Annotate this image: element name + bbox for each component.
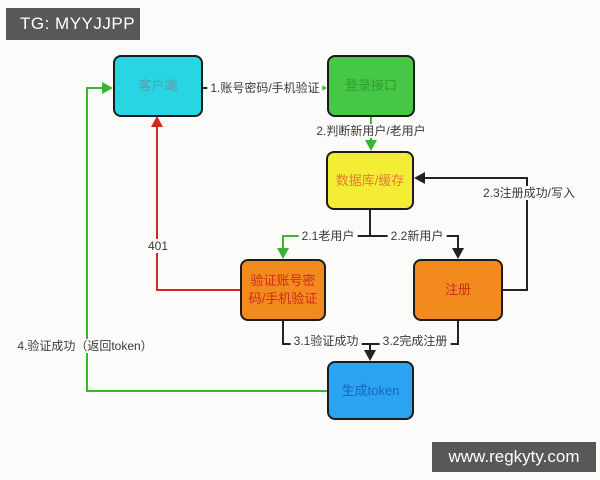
arrowhead-into-database-right <box>414 172 425 184</box>
flow-node-generate-token: 生成token <box>327 361 414 420</box>
edge-label-22-new-user: 2.2新用户 <box>387 229 447 243</box>
arrowhead-into-client-bottom <box>151 116 163 127</box>
connector-token-return-vertical <box>86 87 88 392</box>
edge-label-2-judge-user: 2.判断新用户/老用户 <box>313 124 429 138</box>
connector-verify-down <box>282 321 284 345</box>
connector-401-horizontal <box>157 289 240 291</box>
arrowhead-into-database-top <box>365 140 377 151</box>
flow-node-database-cache: 数据库/缓存 <box>326 151 414 210</box>
flow-node-login-api: 登录接口 <box>327 55 415 117</box>
connector-register-up <box>526 177 528 291</box>
arrowhead-into-client-left <box>102 82 113 94</box>
register-node-label: 注册 <box>444 282 471 298</box>
edge-label-31-verify-success: 3.1验证成功 <box>290 334 362 348</box>
connector-token-return-horizontal <box>87 390 327 392</box>
edge-label-32-register-done: 3.2完成注册 <box>379 334 451 348</box>
arrowhead-into-verify <box>277 248 289 259</box>
edge-label-401: 401 <box>144 239 172 253</box>
database-cache-node-label: 数据库/缓存 <box>335 172 405 188</box>
arrowhead-into-token <box>364 350 376 361</box>
connector-into-register <box>457 235 459 249</box>
connector-writeback <box>425 177 528 179</box>
connector-register-out <box>503 289 528 291</box>
generate-token-node-label: 生成token <box>341 382 400 398</box>
client-node-label: 客户端 <box>138 78 178 94</box>
connector-into-verify <box>282 235 284 249</box>
flow-node-verify-credentials: 验证账号密码/手机验证 <box>240 259 326 321</box>
arrowhead-into-register <box>452 248 464 259</box>
login-api-node-label: 登录接口 <box>344 78 397 94</box>
connector-into-token <box>369 343 371 351</box>
connector-database-stem <box>369 210 371 236</box>
verify-credentials-node-label: 验证账号密码/手机验证 <box>248 273 318 306</box>
edge-label-1-credentials: 1.账号密码/手机验证 <box>207 81 323 95</box>
flow-node-client: 客户端 <box>113 55 203 117</box>
edge-label-4-return-token: 4.验证成功（返回token） <box>14 339 156 353</box>
telegram-watermark-badge: TG: MYYJJPP <box>6 8 140 40</box>
connector-register-down <box>457 321 459 345</box>
connector-401-vertical <box>156 127 158 291</box>
website-watermark-badge: www.regkyty.com <box>432 442 596 472</box>
connector-into-client-left <box>87 87 103 89</box>
flow-node-register: 注册 <box>413 259 503 321</box>
edge-label-21-old-user: 2.1老用户 <box>298 229 358 243</box>
edge-label-23-register-write: 2.3注册成功/写入 <box>479 186 579 200</box>
